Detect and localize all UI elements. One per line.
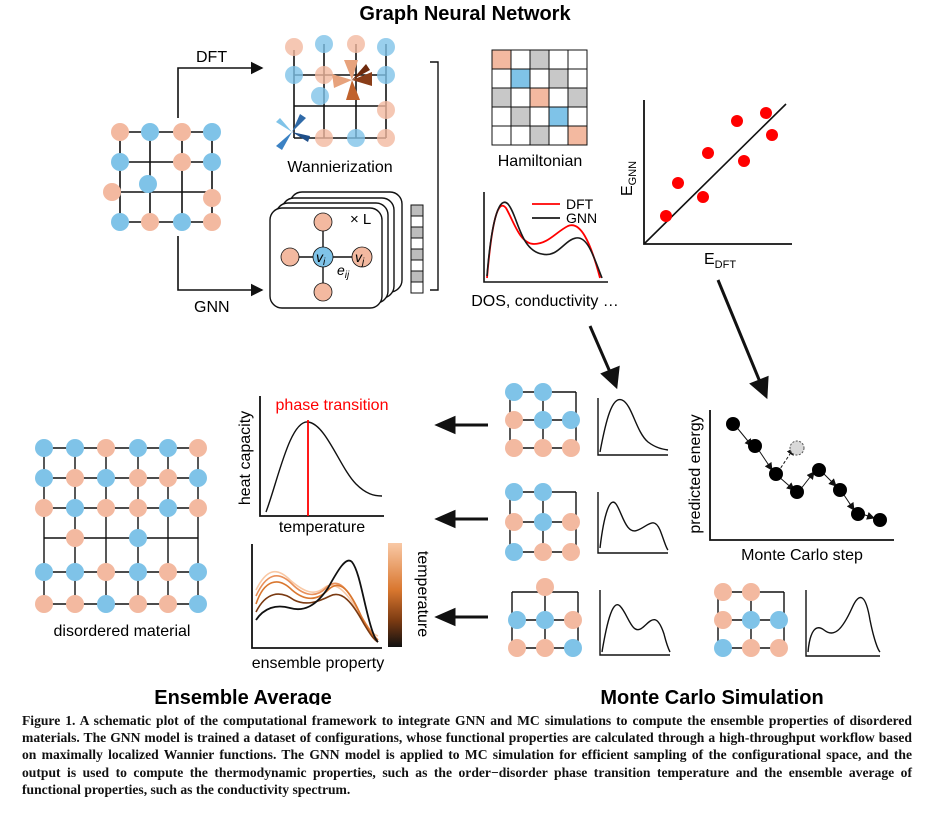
dos-gnn-curve	[486, 201, 603, 279]
parity-plot	[643, 100, 792, 245]
figure-caption: Figure 1. A schematic plot of the comput…	[22, 712, 912, 798]
wannier-orbital-blue-icon	[276, 114, 310, 150]
ensemble-property-plot	[251, 543, 402, 649]
parity-y-label: EGNN	[619, 161, 639, 196]
gnn-branch-label: GNN	[194, 299, 230, 316]
ensemble-property-label: ensemble property	[252, 655, 385, 672]
parity-x-label: EDFT	[704, 251, 736, 271]
gnn-title: Graph Neural Network	[359, 3, 571, 25]
disordered-lattice	[43, 447, 199, 605]
wannier-atoms	[285, 35, 395, 147]
wannier-orbital-brown-icon	[332, 60, 372, 100]
flow-arrows-left	[434, 415, 488, 627]
predicted-energy-label: predicted energy	[687, 414, 704, 533]
disordered-atoms	[35, 439, 207, 613]
gnn-nodes	[280, 212, 373, 302]
temperature-colorbar	[388, 543, 402, 647]
node-vi-label: vi	[316, 249, 326, 268]
mc-config-2	[505, 483, 669, 561]
node-vj-label: vj	[355, 249, 365, 268]
hamiltonian-label: Hamiltonian	[498, 153, 582, 170]
flow-arrows-down	[588, 279, 769, 400]
caption-text: A schematic plot of the computational fr…	[22, 713, 912, 797]
phase-transition-label: phase transition	[276, 397, 389, 414]
dft-branch-label: DFT	[196, 49, 227, 66]
framework-diagram: Graph Neural Network Ensemble Average Mo…	[35, 3, 894, 705]
wannierization-label: Wannierization	[287, 159, 392, 176]
legend-dft-label: DFT	[566, 196, 594, 212]
branch-arrows	[177, 61, 264, 297]
dos-caption: DOS, conductivity …	[471, 293, 619, 310]
heat-capacity-label: heat capacity	[237, 411, 254, 505]
temperature-axis-label: temperature	[279, 519, 365, 536]
colorbar-temperature-label: temperature	[414, 551, 431, 637]
wannier-lattice	[293, 44, 387, 139]
input-atoms	[103, 123, 221, 231]
heat-capacity-plot	[259, 396, 384, 517]
disordered-material-label: disordered material	[54, 623, 191, 640]
mc-config-1	[505, 383, 669, 457]
mc-step-label: Monte Carlo step	[741, 547, 863, 564]
edge-eij-label: eij	[337, 262, 350, 281]
bracket	[430, 61, 439, 291]
legend-gnn-label: GNN	[566, 210, 597, 226]
mc-energy-plot	[709, 410, 894, 541]
mc-config-4	[714, 583, 881, 657]
mc-config-3	[508, 578, 671, 657]
dos-plot	[483, 192, 608, 283]
caption-lead: Figure 1.	[22, 713, 76, 728]
feature-vector	[410, 204, 424, 294]
input-lattice	[119, 131, 213, 223]
ensemble-title: Ensemble Average	[154, 687, 332, 705]
layer-count-label: × L	[350, 211, 371, 228]
hamiltonian-matrix	[491, 49, 588, 146]
mc-title: Monte Carlo Simulation	[600, 687, 823, 705]
